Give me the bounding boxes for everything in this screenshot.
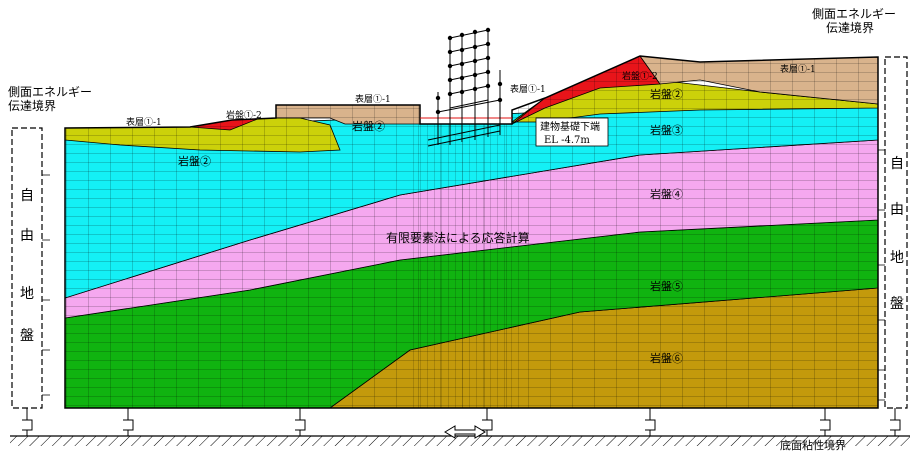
rock-4-label: 岩盤④ (650, 187, 683, 201)
rock-6-label: 岩盤⑥ (650, 351, 683, 365)
fem-label: 有限要素法による応答計算 (386, 230, 530, 245)
building-base-label-line1: 建物基礎下端 (540, 120, 600, 133)
side-boundary-left-line1: 側面エネルギー (8, 85, 92, 99)
rock-1-2-right-label: 岩盤①-2 (622, 70, 658, 82)
input-motion-arrow (444, 425, 486, 439)
bottom-ground-hatch (10, 435, 910, 446)
rock-2-right-label: 岩盤② (650, 87, 683, 101)
side-boundary-left-line2: 伝達境界 (8, 98, 56, 113)
fem-mesh (65, 56, 878, 408)
rock-3-label: 岩盤③ (650, 123, 683, 137)
free-field-right (884, 56, 908, 409)
free-field-right-char3: 地 (890, 250, 904, 266)
side-boundary-right-line2: 伝達境界 (826, 20, 874, 35)
free-field-left-char4: 盤 (20, 328, 34, 344)
bottom-boundary-label: 底面粘性境界 (780, 438, 846, 452)
surface-layer-right-a-label: 表層①-1 (510, 83, 546, 95)
free-field-left-char1: 自 (20, 188, 34, 204)
side-boundary-right-line1: 側面エネルギー (812, 7, 896, 21)
surface-layer-center-label: 表層①-1 (355, 93, 391, 105)
bottom-dashpots (22, 408, 901, 436)
rock-2-left-label: 岩盤② (178, 154, 211, 168)
labels: 側面エネルギー 伝達境界 側面エネルギー 伝達境界 自 由 地 盤 自 由 地 … (8, 7, 904, 452)
building-nodes (435, 27, 503, 115)
side-boundary-elements (42, 149, 885, 401)
rock-5-label: 岩盤⑤ (650, 279, 683, 293)
free-field-right-char2: 由 (890, 202, 904, 218)
rock-1-2-left-label: 岩盤①-2 (226, 109, 262, 121)
surface-layer-right-b-label: 表層①-1 (780, 63, 816, 75)
building-frame (427, 29, 501, 147)
free-field-right-char4: 盤 (890, 296, 904, 312)
model-outline (64, 55, 879, 409)
free-field-left-char2: 由 (20, 228, 34, 244)
free-field-right-char1: 自 (890, 156, 904, 172)
surface-layer-left-label: 表層①-1 (126, 116, 162, 128)
free-field-left (11, 127, 43, 409)
building-base-label-line2: EL -4.7m (544, 135, 590, 146)
rock-2-center-label: 岩盤② (352, 119, 385, 133)
building-base-box (535, 117, 609, 147)
free-field-left-char3: 地 (20, 286, 34, 302)
